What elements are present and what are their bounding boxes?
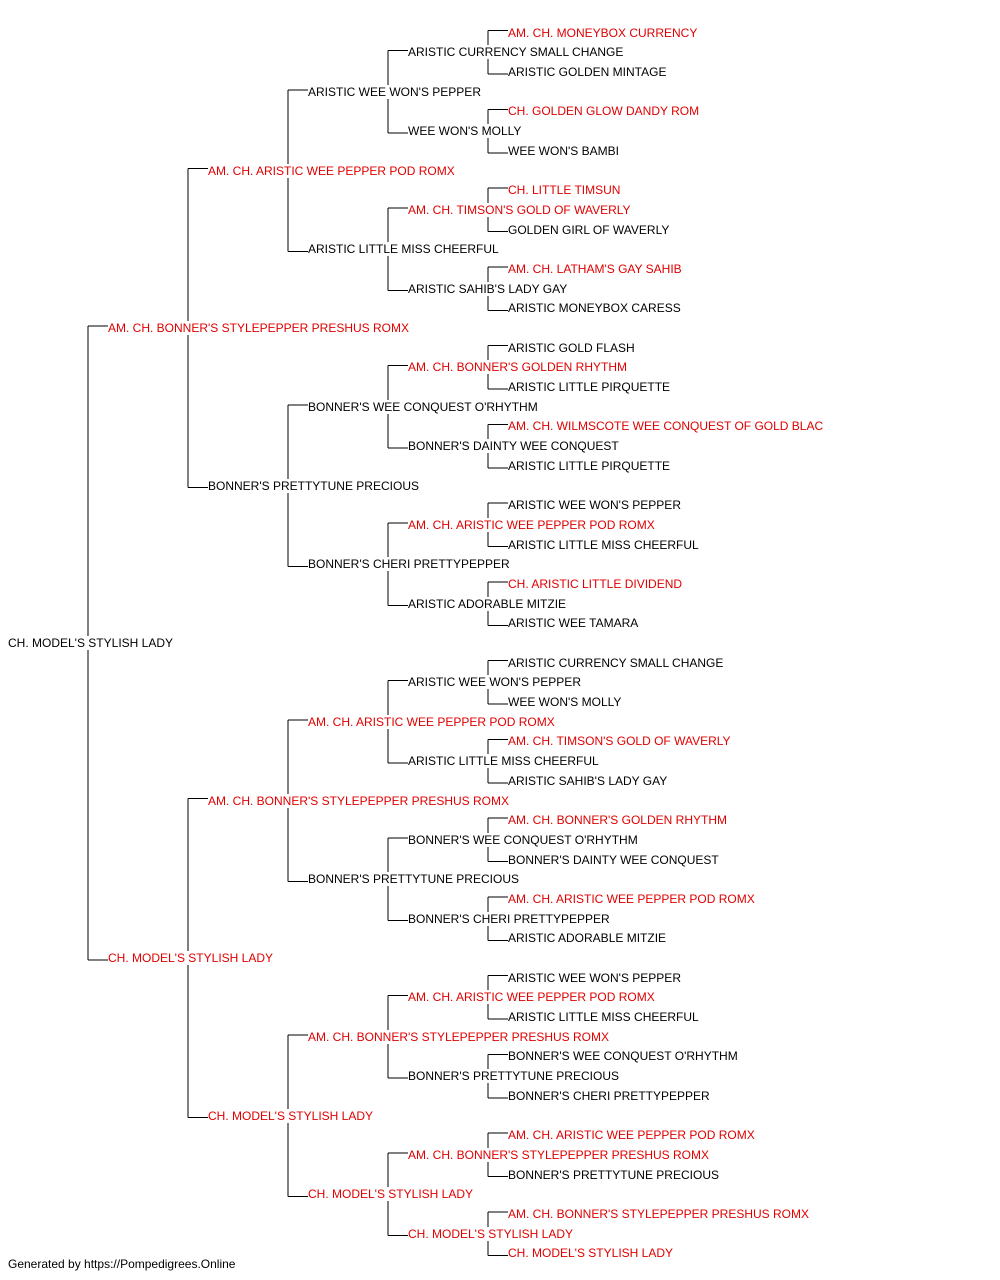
- pedigree-node: AM. CH. WILMSCOTE WEE CONQUEST OF GOLD B…: [508, 419, 826, 434]
- pedigree-node: AM. CH. TIMSON'S GOLD OF WAVERLY: [508, 734, 733, 749]
- pedigree-node: WEE WON'S MOLLY: [408, 124, 524, 139]
- pedigree-node: BONNER'S DAINTY WEE CONQUEST: [408, 439, 621, 454]
- pedigree-node: ARISTIC WEE WON'S PEPPER: [508, 970, 683, 985]
- pedigree-node: BONNER'S PRETTYTUNE PRECIOUS: [308, 872, 521, 887]
- pedigree-node: BONNER'S WEE CONQUEST O'RHYTHM: [408, 832, 640, 847]
- pedigree-node: BONNER'S WEE CONQUEST O'RHYTHM: [508, 1049, 740, 1064]
- pedigree-node: AM. CH. ARISTIC WEE PEPPER POD ROMX: [208, 163, 457, 178]
- pedigree-node: ARISTIC WEE TAMARA: [508, 616, 641, 631]
- pedigree-node: ARISTIC SAHIB'S LADY GAY: [508, 773, 670, 788]
- pedigree-node: CH. MODEL'S STYLISH LADY: [108, 951, 275, 965]
- pedigree-node: AM. CH. ARISTIC WEE PEPPER POD ROMX: [508, 891, 757, 906]
- pedigree-node: ARISTIC WEE WON'S PEPPER: [508, 498, 683, 513]
- pedigree-node: AM. CH. BONNER'S STYLEPEPPER PRESHUS ROM…: [408, 1147, 712, 1162]
- pedigree-node: ARISTIC LITTLE MISS CHEERFUL: [508, 1010, 701, 1025]
- pedigree-node: BONNER'S PRETTYTUNE PRECIOUS: [408, 1069, 621, 1084]
- pedigree-node: BONNER'S CHERI PRETTYPEPPER: [308, 557, 512, 572]
- pedigree-node: BONNER'S CHERI PRETTYPEPPER: [508, 1088, 712, 1103]
- pedigree-node: ARISTIC ADORABLE MITZIE: [508, 931, 669, 946]
- pedigree-node: AM. CH. BONNER'S STYLEPEPPER PRESHUS ROM…: [208, 793, 512, 808]
- pedigree-node: CH. MODEL'S STYLISH LADY: [308, 1187, 475, 1202]
- pedigree-node: ARISTIC SAHIB'S LADY GAY: [408, 281, 570, 296]
- pedigree-node: AM. CH. MONEYBOX CURRENCY: [508, 25, 700, 40]
- pedigree-node: BONNER'S PRETTYTUNE PRECIOUS: [208, 478, 421, 493]
- pedigree-node: BONNER'S CHERI PRETTYPEPPER: [408, 911, 612, 926]
- pedigree-node: WEE WON'S BAMBI: [508, 143, 621, 158]
- pedigree-node: GOLDEN GIRL OF WAVERLY: [508, 222, 672, 237]
- pedigree-node: CH. MODEL'S STYLISH LADY: [408, 1226, 575, 1241]
- pedigree-node: BONNER'S WEE CONQUEST O'RHYTHM: [308, 399, 540, 414]
- pedigree-node: ARISTIC WEE WON'S PEPPER: [308, 84, 483, 99]
- pedigree-node: WEE WON'S MOLLY: [508, 695, 624, 710]
- pedigree-node: AM. CH. BONNER'S GOLDEN RHYTHM: [408, 360, 629, 375]
- pedigree-node: AM. CH. TIMSON'S GOLD OF WAVERLY: [408, 202, 633, 217]
- pedigree-node: BONNER'S PRETTYTUNE PRECIOUS: [508, 1167, 721, 1182]
- pedigree-node: CH. GOLDEN GLOW DANDY ROM: [508, 104, 702, 119]
- pedigree-node: ARISTIC CURRENCY SMALL CHANGE: [508, 655, 726, 670]
- pedigree-node: AM. CH. BONNER'S STYLEPEPPER PRESHUS ROM…: [308, 1029, 612, 1044]
- pedigree-node: AM. CH. ARISTIC WEE PEPPER POD ROMX: [408, 517, 657, 532]
- pedigree-node: ARISTIC GOLDEN MINTAGE: [508, 65, 669, 80]
- pedigree-node: CH. MODEL'S STYLISH LADY: [8, 636, 175, 650]
- pedigree-node: BONNER'S DAINTY WEE CONQUEST: [508, 852, 721, 867]
- pedigree-node: ARISTIC LITTLE MISS CHEERFUL: [508, 537, 701, 552]
- pedigree-node: CH. MODEL'S STYLISH LADY: [208, 1108, 375, 1123]
- pedigree-node: AM. CH. ARISTIC WEE PEPPER POD ROMX: [408, 990, 657, 1005]
- pedigree-node: CH. MODEL'S STYLISH LADY: [508, 1246, 675, 1261]
- pedigree-node: ARISTIC ADORABLE MITZIE: [408, 596, 569, 611]
- pedigree-node: CH. ARISTIC LITTLE DIVIDEND: [508, 576, 685, 591]
- pedigree-node: AM. CH. ARISTIC WEE PEPPER POD ROMX: [508, 1128, 757, 1143]
- pedigree-node: CH. LITTLE TIMSUN: [508, 183, 623, 198]
- pedigree-node: ARISTIC LITTLE MISS CHEERFUL: [308, 242, 501, 257]
- pedigree-node: AM. CH. BONNER'S STYLEPEPPER PRESHUS ROM…: [508, 1206, 812, 1221]
- pedigree-node: ARISTIC LITTLE MISS CHEERFUL: [408, 754, 601, 769]
- pedigree-node: ARISTIC CURRENCY SMALL CHANGE: [408, 45, 626, 60]
- pedigree-node: ARISTIC GOLD FLASH: [508, 340, 637, 355]
- pedigree-node: AM. CH. BONNER'S GOLDEN RHYTHM: [508, 813, 729, 828]
- pedigree-node: AM. CH. ARISTIC WEE PEPPER POD ROMX: [308, 714, 557, 729]
- pedigree-node: ARISTIC LITTLE PIRQUETTE: [508, 458, 673, 473]
- generated-by-footer: Generated by https://Pompedigrees.Online: [8, 1257, 236, 1271]
- pedigree-node: ARISTIC LITTLE PIRQUETTE: [508, 380, 673, 395]
- pedigree-node: ARISTIC MONEYBOX CARESS: [508, 301, 683, 316]
- pedigree-node: AM. CH. LATHAM'S GAY SAHIB: [508, 261, 684, 276]
- pedigree-node: ARISTIC WEE WON'S PEPPER: [408, 675, 583, 690]
- pedigree-node: AM. CH. BONNER'S STYLEPEPPER PRESHUS ROM…: [108, 321, 412, 335]
